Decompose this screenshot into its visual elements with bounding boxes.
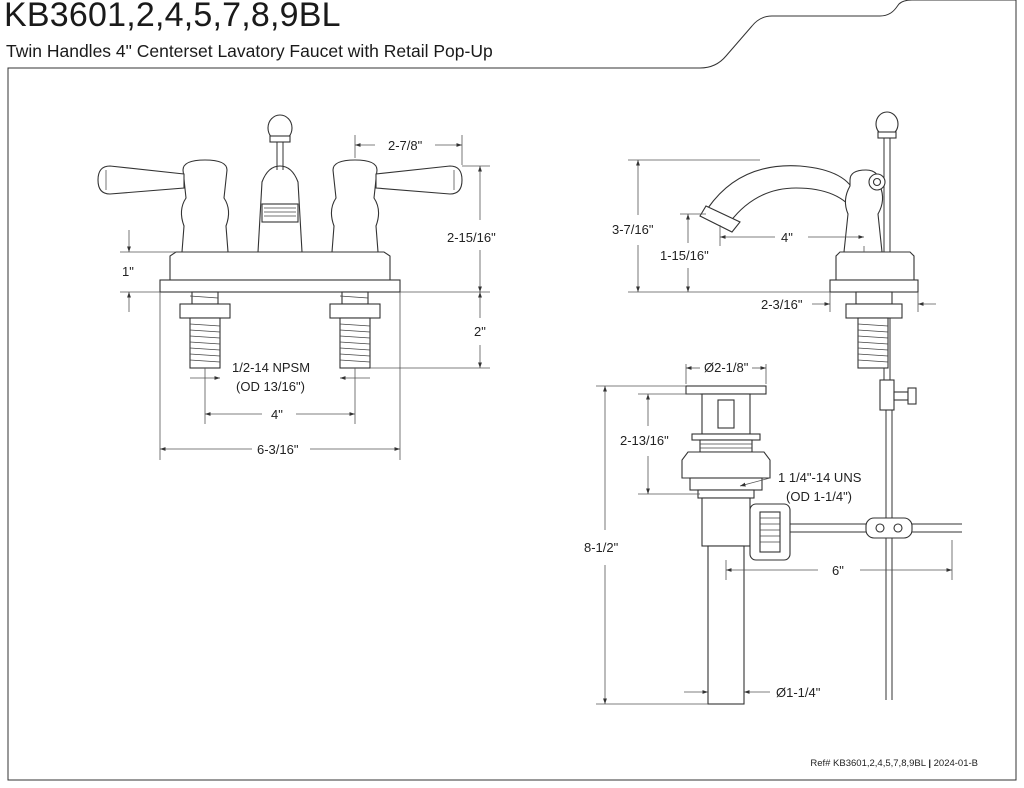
dim-2: 2" (474, 324, 486, 339)
dim-2-7-8: 2-7/8" (388, 138, 423, 153)
drain-assembly (681, 385, 962, 705)
dim-4-side: 4" (781, 230, 793, 245)
dim-8-1-2: 8-1/2" (584, 540, 619, 555)
dim-6-drain: 6" (832, 563, 844, 578)
sheet-border (7, 0, 1017, 781)
dim-4-front: 4" (271, 407, 283, 422)
dim-2-15-16: 2-15/16" (447, 230, 496, 245)
dim-dia-1-1-4: Ø1-1/4" (776, 685, 821, 700)
side-view-faucet (699, 111, 919, 700)
side-view-dimensions (628, 159, 936, 312)
dim-1-15-16: 1-15/16" (660, 248, 709, 263)
drawing-subtitle: Twin Handles 4" Centerset Lavatory Fauce… (6, 41, 493, 61)
thread-label-uns: 1 1/4"-14 UNS (778, 470, 862, 485)
dim-2-13-16: 2-13/16" (620, 433, 669, 448)
dim-6-3-16: 6-3/16" (257, 442, 299, 457)
thread-label-od: (OD 13/16") (236, 379, 305, 394)
drain-dimensions (596, 364, 953, 705)
dim-1: 1" (122, 264, 134, 279)
front-view-faucet (97, 114, 463, 369)
thread-label-od-drain: (OD 1-1/4") (786, 489, 852, 504)
drawing-title: KB3601,2,4,5,7,8,9BL (4, 0, 341, 34)
dim-3-7-16: 3-7/16" (612, 222, 654, 237)
footer-ref-number: Ref# KB3601,2,4,5,7,8,9BL (810, 758, 926, 769)
thread-label-npsm: 1/2-14 NPSM (232, 360, 310, 375)
front-view-dimensions (120, 135, 490, 460)
footer-date: 2024-01-B (933, 758, 978, 769)
footer-separator: | (928, 758, 931, 769)
dim-2-3-16: 2-3/16" (761, 297, 803, 312)
footer-ref: Ref# KB3601,2,4,5,7,8,9BL | 2024-01-B (810, 758, 978, 769)
dim-dia-2-1-8: Ø2-1/8" (704, 360, 749, 375)
